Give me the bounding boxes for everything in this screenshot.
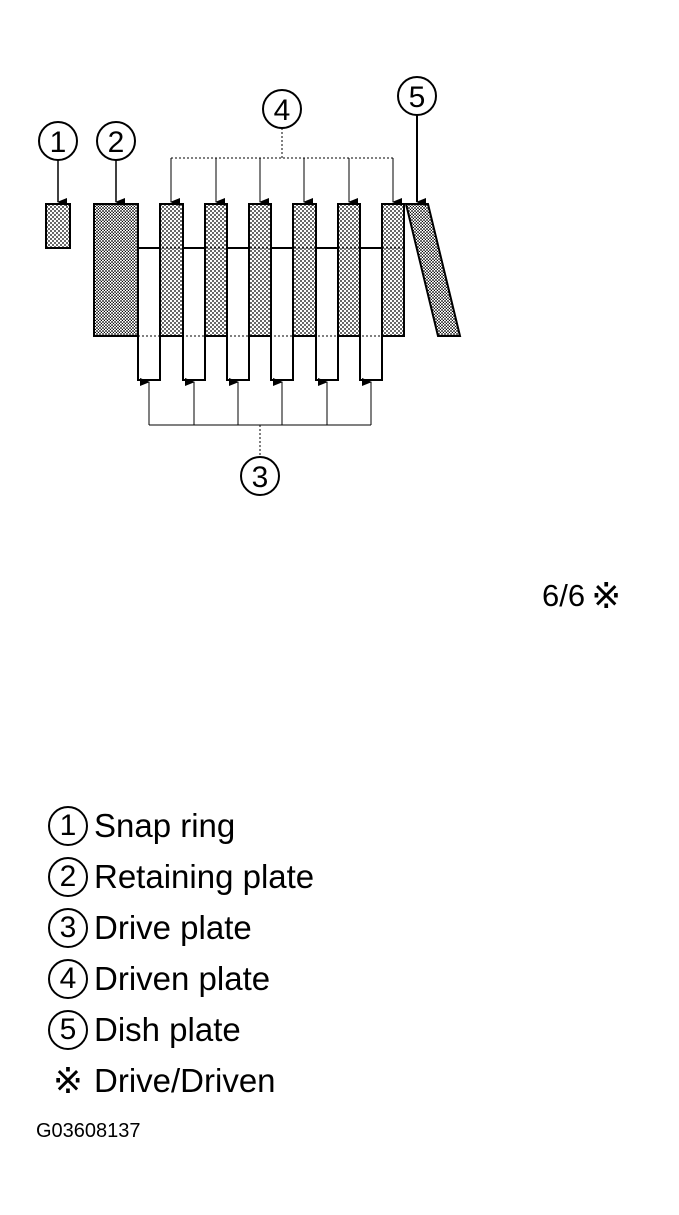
drive-plate bbox=[137, 247, 161, 381]
snap-ring-part bbox=[45, 203, 71, 249]
legend-label: Driven plate bbox=[94, 959, 271, 997]
drive-plate bbox=[359, 247, 383, 381]
legend-item: 1 Snap ring bbox=[48, 800, 314, 851]
retaining-plate-part bbox=[93, 203, 139, 337]
legend-number-1: 1 bbox=[48, 805, 88, 846]
drive-plate bbox=[270, 247, 294, 381]
callout-5: 5 bbox=[397, 76, 437, 206]
driven-plate bbox=[292, 203, 317, 337]
legend: 1 Snap ring 2 Retaining plate 3 Drive pl… bbox=[48, 800, 314, 1106]
figure-code: G03608137 bbox=[36, 1120, 141, 1142]
clutch-pack-diagram: 1 2 4 5 bbox=[38, 76, 462, 496]
legend-item: 4 Driven plate bbox=[48, 953, 314, 1004]
plate-count-ratio: 6/6※ bbox=[542, 576, 621, 616]
legend-label: Dish plate bbox=[94, 1010, 241, 1048]
driven-plate bbox=[159, 203, 184, 337]
legend-label: Drive/Driven bbox=[94, 1061, 276, 1099]
callout-1-label: 1 bbox=[50, 126, 67, 159]
legend-number-3: 3 bbox=[48, 907, 88, 948]
legend-item: ※ Drive/Driven bbox=[48, 1055, 314, 1106]
driven-plate bbox=[248, 203, 272, 337]
drive-plate bbox=[226, 247, 250, 381]
callout-1: 1 bbox=[38, 121, 78, 206]
legend-item: 3 Drive plate bbox=[48, 902, 314, 953]
legend-item: 2 Retaining plate bbox=[48, 851, 314, 902]
drive-plate bbox=[315, 247, 339, 381]
callout-5-label: 5 bbox=[409, 81, 426, 114]
driven-plates bbox=[159, 203, 405, 337]
callout-4-label: 4 bbox=[274, 94, 291, 127]
reference-mark-icon: ※ bbox=[591, 575, 622, 616]
driven-plate bbox=[337, 203, 361, 337]
pack-edge-lines bbox=[138, 247, 404, 337]
callout-2: 2 bbox=[96, 121, 136, 206]
dish-plate-part bbox=[404, 203, 462, 337]
callout-3: 3 bbox=[140, 378, 372, 496]
driven-plate bbox=[381, 203, 405, 337]
legend-label: Snap ring bbox=[94, 806, 236, 844]
callout-4: 4 bbox=[170, 89, 402, 206]
drive-plate bbox=[182, 247, 206, 381]
legend-number-4: 4 bbox=[48, 958, 88, 999]
legend-item: 5 Dish plate bbox=[48, 1004, 314, 1055]
driven-plate bbox=[204, 203, 228, 337]
ratio-text: 6/6 bbox=[542, 578, 586, 613]
legend-label: Drive plate bbox=[94, 908, 252, 946]
callout-3-label: 3 bbox=[252, 461, 269, 494]
legend-number-2: 2 bbox=[48, 856, 88, 897]
callout-2-label: 2 bbox=[108, 126, 125, 159]
legend-number-5: 5 bbox=[48, 1009, 88, 1050]
legend-label: Retaining plate bbox=[94, 857, 315, 895]
reference-mark-icon: ※ bbox=[52, 1059, 84, 1101]
